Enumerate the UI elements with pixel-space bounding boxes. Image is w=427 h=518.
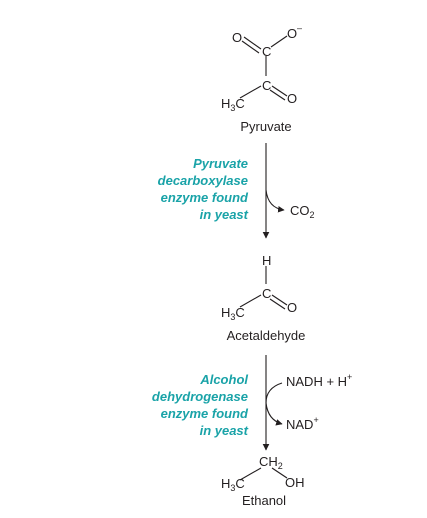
svg-text:in yeast: in yeast — [200, 207, 249, 222]
bond-c-o-a — [271, 294, 288, 306]
ethanol-oh: OH — [285, 475, 305, 490]
bond-c2-o-keto-b — [269, 89, 286, 101]
pyruvate-o-keto: O — [287, 91, 297, 106]
bond-ch2-methyl — [239, 467, 262, 481]
acetaldehyde-methyl: H3C — [221, 305, 245, 322]
ethanol-ch2: CH2 — [259, 454, 283, 471]
bond-c1-o-minus — [270, 35, 288, 48]
ethanol-label: Ethanol — [242, 493, 286, 508]
pyruvate-methyl: H3C — [221, 96, 245, 113]
step2-nadh: NADH + H+ — [286, 372, 352, 389]
pyruvate-structure: O O – C C O H3C — [221, 23, 302, 113]
step1-co2: CO2 — [290, 203, 315, 220]
acetaldehyde-label: Acetaldehyde — [227, 328, 306, 343]
pyruvate-charge: – — [297, 23, 302, 33]
svg-text:Alcohol: Alcohol — [199, 372, 248, 387]
pyruvate-o-double: O — [232, 30, 242, 45]
ethanol-methyl: H3C — [221, 476, 245, 493]
ethanol-structure: CH2 H3C OH — [221, 454, 305, 493]
bond-c-methyl — [239, 294, 262, 308]
bond-ch2-oh — [271, 467, 288, 479]
step1-enzyme-label: Pyruvate decarboxylase enzyme found in y… — [158, 156, 249, 222]
step2-nadh-in-arrow — [265, 382, 283, 404]
pyruvate-o-minus: O — [287, 26, 297, 41]
acetaldehyde-h: H — [262, 253, 271, 268]
step1-co2-branch-arrow — [265, 189, 285, 213]
step2-enzyme-label: Alcohol dehydrogenase enzyme found in ye… — [152, 372, 249, 438]
pyruvate-label: Pyruvate — [240, 119, 291, 134]
bond-c-o-b — [269, 298, 286, 310]
pyruvate-c-keto: C — [262, 78, 271, 93]
pyruvate-c-carboxyl: C — [262, 44, 271, 59]
acetaldehyde-o: O — [287, 300, 297, 315]
svg-text:in yeast: in yeast — [200, 423, 249, 438]
svg-text:decarboxylase: decarboxylase — [158, 173, 248, 188]
svg-text:enzyme found: enzyme found — [161, 406, 249, 421]
svg-text:enzyme found: enzyme found — [161, 190, 249, 205]
bond-c1-o-double-a — [243, 36, 262, 50]
svg-text:dehydrogenase: dehydrogenase — [152, 389, 248, 404]
bond-c1-o-double-b — [241, 40, 260, 54]
acetaldehyde-structure: H C O H3C — [221, 253, 297, 322]
bond-c2-o-keto-a — [271, 85, 288, 97]
bond-c2-methyl — [239, 85, 262, 99]
svg-text:Pyruvate: Pyruvate — [193, 156, 248, 171]
acetaldehyde-c: C — [262, 286, 271, 301]
step2-nad-out-arrow — [265, 402, 283, 426]
step2-nad: NAD+ — [286, 415, 319, 432]
